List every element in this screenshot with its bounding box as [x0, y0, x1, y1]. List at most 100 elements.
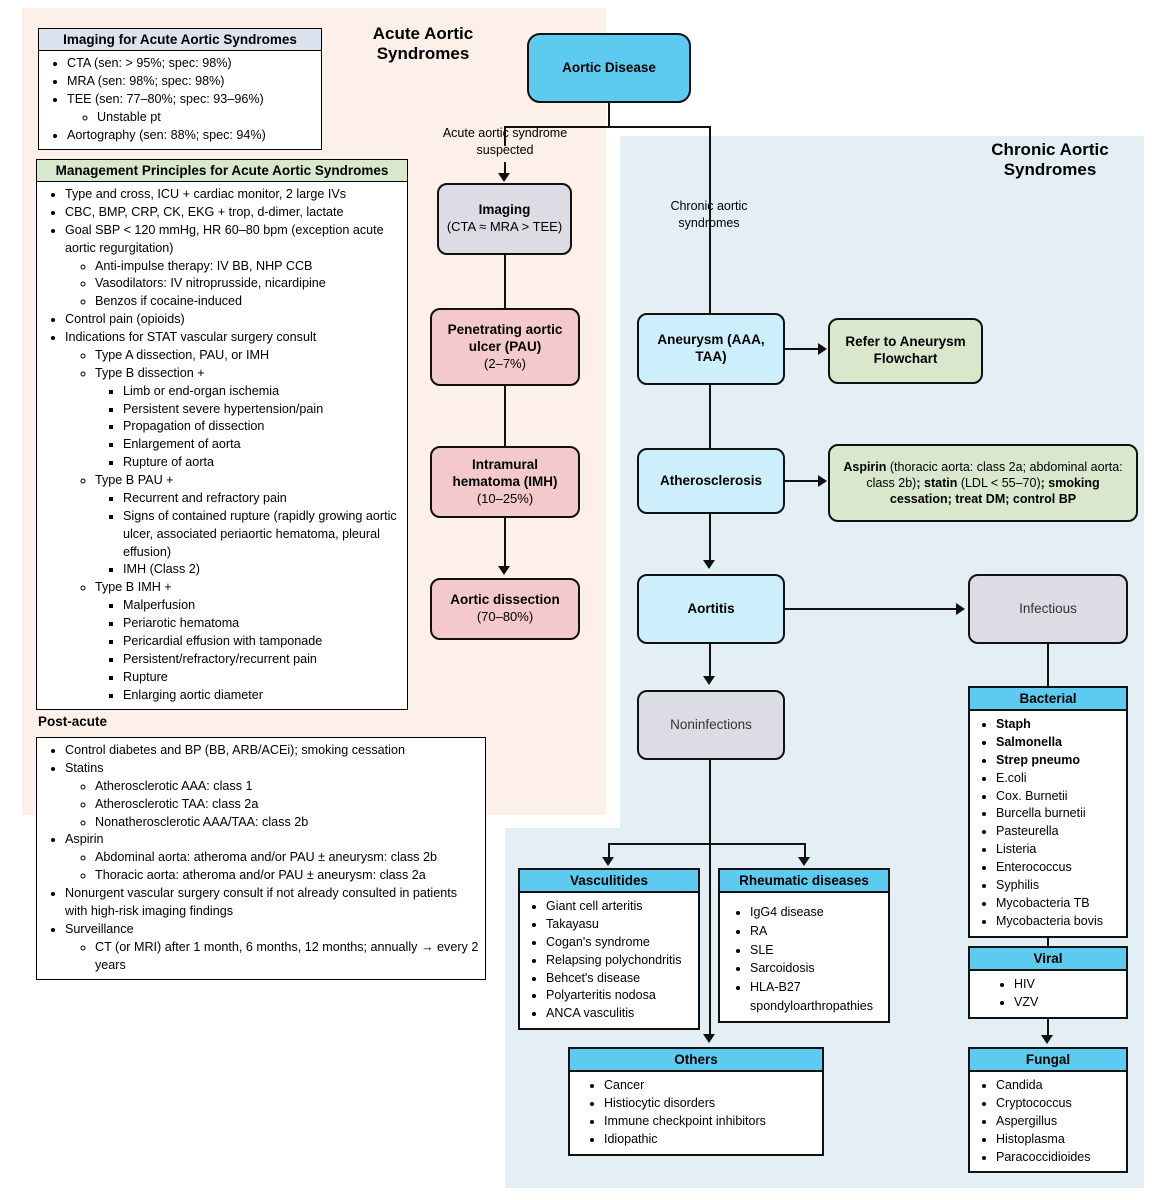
list-item: SLE — [750, 941, 882, 960]
list-item: ANCA vasculitis — [546, 1005, 692, 1023]
node-atherosclerosis[interactable]: Atherosclerosis — [637, 448, 785, 514]
list-item: Cox. Burnetii — [996, 788, 1120, 806]
vasculitides-list: Giant cell arteritis Takayasu Cogan's sy… — [520, 893, 698, 1028]
node-label: Aneurysm (AAA, TAA) — [657, 332, 765, 364]
node-sublabel: (10–25%) — [476, 490, 534, 506]
list-item: Type A dissection, PAU, or IMH — [95, 347, 401, 365]
list-item: Persistent/refractory/recurrent pain — [123, 651, 401, 669]
aspirin-bold: Aspirin — [843, 459, 887, 474]
post-acute-body: Control diabetes and BP (BB, ARB/ACEi); … — [37, 738, 485, 979]
list-item: Limb or end-organ ischemia — [123, 383, 401, 401]
list-item: Histoplasma — [996, 1131, 1120, 1149]
connector-to-vasculitides — [608, 843, 610, 859]
list-item: Type B IMH + — [95, 579, 401, 597]
connector-aneurysm-refer — [785, 348, 819, 350]
node-label: Aortic Disease — [562, 59, 656, 75]
connector-infectious-bacterial — [1047, 644, 1049, 687]
connector-to-others — [709, 843, 711, 1035]
connector-noninf-split — [608, 843, 806, 845]
list-item: Mycobacteria bovis — [996, 913, 1120, 931]
node-aortitis[interactable]: Aortitis — [637, 574, 785, 644]
connector-aortitis-noninf — [709, 644, 711, 678]
arrowhead-noninfections — [703, 676, 715, 685]
node-aortic-disease[interactable]: Aortic Disease — [527, 33, 691, 103]
list-item: Statins — [65, 760, 479, 778]
list-item: Propagation of dissection — [123, 418, 401, 436]
lifestyle-bold: ; smoking cessation; treat DM; control B… — [889, 475, 1100, 507]
node-intramural-hematoma[interactable]: Intramural hematoma (IMH) (10–25%) — [430, 446, 580, 518]
arrowhead-aortitis — [703, 560, 715, 569]
list-item: Behcet's disease — [546, 970, 692, 988]
connector-root-down — [608, 103, 610, 127]
chronic-section-title: Chronic Aortic Syndromes — [991, 140, 1109, 180]
list-item: Strep pneumo — [996, 752, 1120, 770]
box-fungal: Fungal Candida Cryptococcus Aspergillus … — [968, 1047, 1128, 1174]
list-item: Cogan's syndrome — [546, 934, 692, 952]
list-item: Immune checkpoint inhibitors — [604, 1113, 816, 1131]
list-item: Relapsing polychondritis — [546, 952, 692, 970]
node-aortic-dissection[interactable]: Aortic dissection (70–80%) — [430, 578, 580, 640]
node-atherosclerosis-treatment[interactable]: Aspirin (thoracic aorta: class 2a; abdom… — [828, 444, 1138, 522]
connector-aneurysm-athero — [709, 385, 711, 448]
connector-imh-dissection — [504, 518, 506, 568]
arrowhead-refer — [818, 343, 827, 355]
list-item: Takayasu — [546, 916, 692, 934]
arrowhead-infectious — [956, 603, 965, 615]
aspirin-sep: ; — [916, 475, 924, 490]
node-label: Aortitis — [687, 600, 735, 616]
list-item: Rupture — [123, 669, 401, 687]
node-noninfections[interactable]: Noninfections — [637, 690, 785, 760]
node-label: Imaging — [478, 202, 531, 218]
node-aneurysm[interactable]: Aneurysm (AAA, TAA) — [637, 313, 785, 385]
list-item: Mycobacteria TB — [996, 895, 1120, 913]
list-item: Giant cell arteritis — [546, 898, 692, 916]
box-rheumatic-diseases: Rheumatic diseases IgG4 disease RA SLE S… — [718, 868, 890, 1023]
box-viral: Viral HIV VZV — [968, 946, 1128, 1019]
list-item: Histiocytic disorders — [604, 1095, 816, 1113]
aspirin-detail: (thoracic aorta: class 2a; abdominal aor… — [866, 459, 1123, 490]
list-item: Pericardial effusion with tamponade — [123, 633, 401, 651]
treatment-text: Aspirin (thoracic aorta: class 2a; abdom… — [838, 459, 1128, 508]
list-item: Aortography (sen: 88%; spec: 94%) — [67, 127, 315, 145]
box-bacterial: Bacterial Staph Salmonella Strep pneumo … — [968, 686, 1128, 938]
box-header: Others — [570, 1049, 822, 1072]
list-item: Periarotic hematoma — [123, 615, 401, 633]
connector-to-imaging — [504, 162, 506, 175]
connector-noninf-down — [709, 760, 711, 844]
list-item: Pasteurella — [996, 823, 1120, 841]
connector-aortitis-infectious — [785, 608, 957, 610]
connector-athero-aortitis — [709, 514, 711, 562]
connector-imaging-pau — [504, 255, 506, 308]
list-item: Atherosclerotic TAA: class 2a — [95, 796, 479, 814]
list-item: Type B PAU + — [95, 472, 401, 490]
arrowhead-imaging — [498, 173, 510, 182]
list-item: Type B dissection + — [95, 365, 401, 383]
arrowhead-vasculitides — [602, 857, 614, 866]
node-refer-aneurysm-flowchart[interactable]: Refer to Aneurysm Flowchart — [828, 318, 983, 384]
list-item: Enterococcus — [996, 859, 1120, 877]
list-item: Paracoccidioides — [996, 1149, 1120, 1167]
list-item: Unstable pt — [97, 109, 315, 127]
box-header: Bacterial — [970, 688, 1126, 711]
node-penetrating-aortic-ulcer[interactable]: Penetrating aortic ulcer (PAU) (2–7%) — [430, 308, 580, 386]
list-item: Vasodilators: IV nitroprusside, nicardip… — [95, 275, 401, 293]
list-item: Type and cross, ICU + cardiac monitor, 2… — [65, 186, 401, 204]
list-item: VZV — [1014, 994, 1120, 1012]
others-list: Cancer Histiocytic disorders Immune chec… — [570, 1072, 822, 1154]
list-item: Rupture of aorta — [123, 454, 401, 472]
list-item: Cancer — [604, 1077, 816, 1095]
rheumatic-list: IgG4 disease RA SLE Sarcoidosis HLA-B27 … — [720, 893, 888, 1021]
node-infectious[interactable]: Infectious — [968, 574, 1128, 644]
list-item: Nonatherosclerotic AAA/TAA: class 2b — [95, 814, 479, 832]
list-item: RA — [750, 922, 882, 941]
edge-label-acute: Acute aortic syndrome suspected — [442, 126, 568, 157]
list-item: Syphilis — [996, 877, 1120, 895]
statin-bold: statin — [924, 475, 958, 490]
connector-acute-branch — [504, 126, 506, 146]
box-header: Fungal — [970, 1049, 1126, 1072]
list-item: Goal SBP < 120 mmHg, HR 60–80 bpm (excep… — [65, 222, 401, 258]
node-imaging[interactable]: Imaging (CTA ≈ MRA > TEE) — [437, 183, 572, 255]
box-header: Vasculitides — [520, 870, 698, 893]
imaging-info-header: Imaging for Acute Aortic Syndromes — [39, 29, 321, 51]
node-label: Aortic dissection — [450, 592, 560, 608]
